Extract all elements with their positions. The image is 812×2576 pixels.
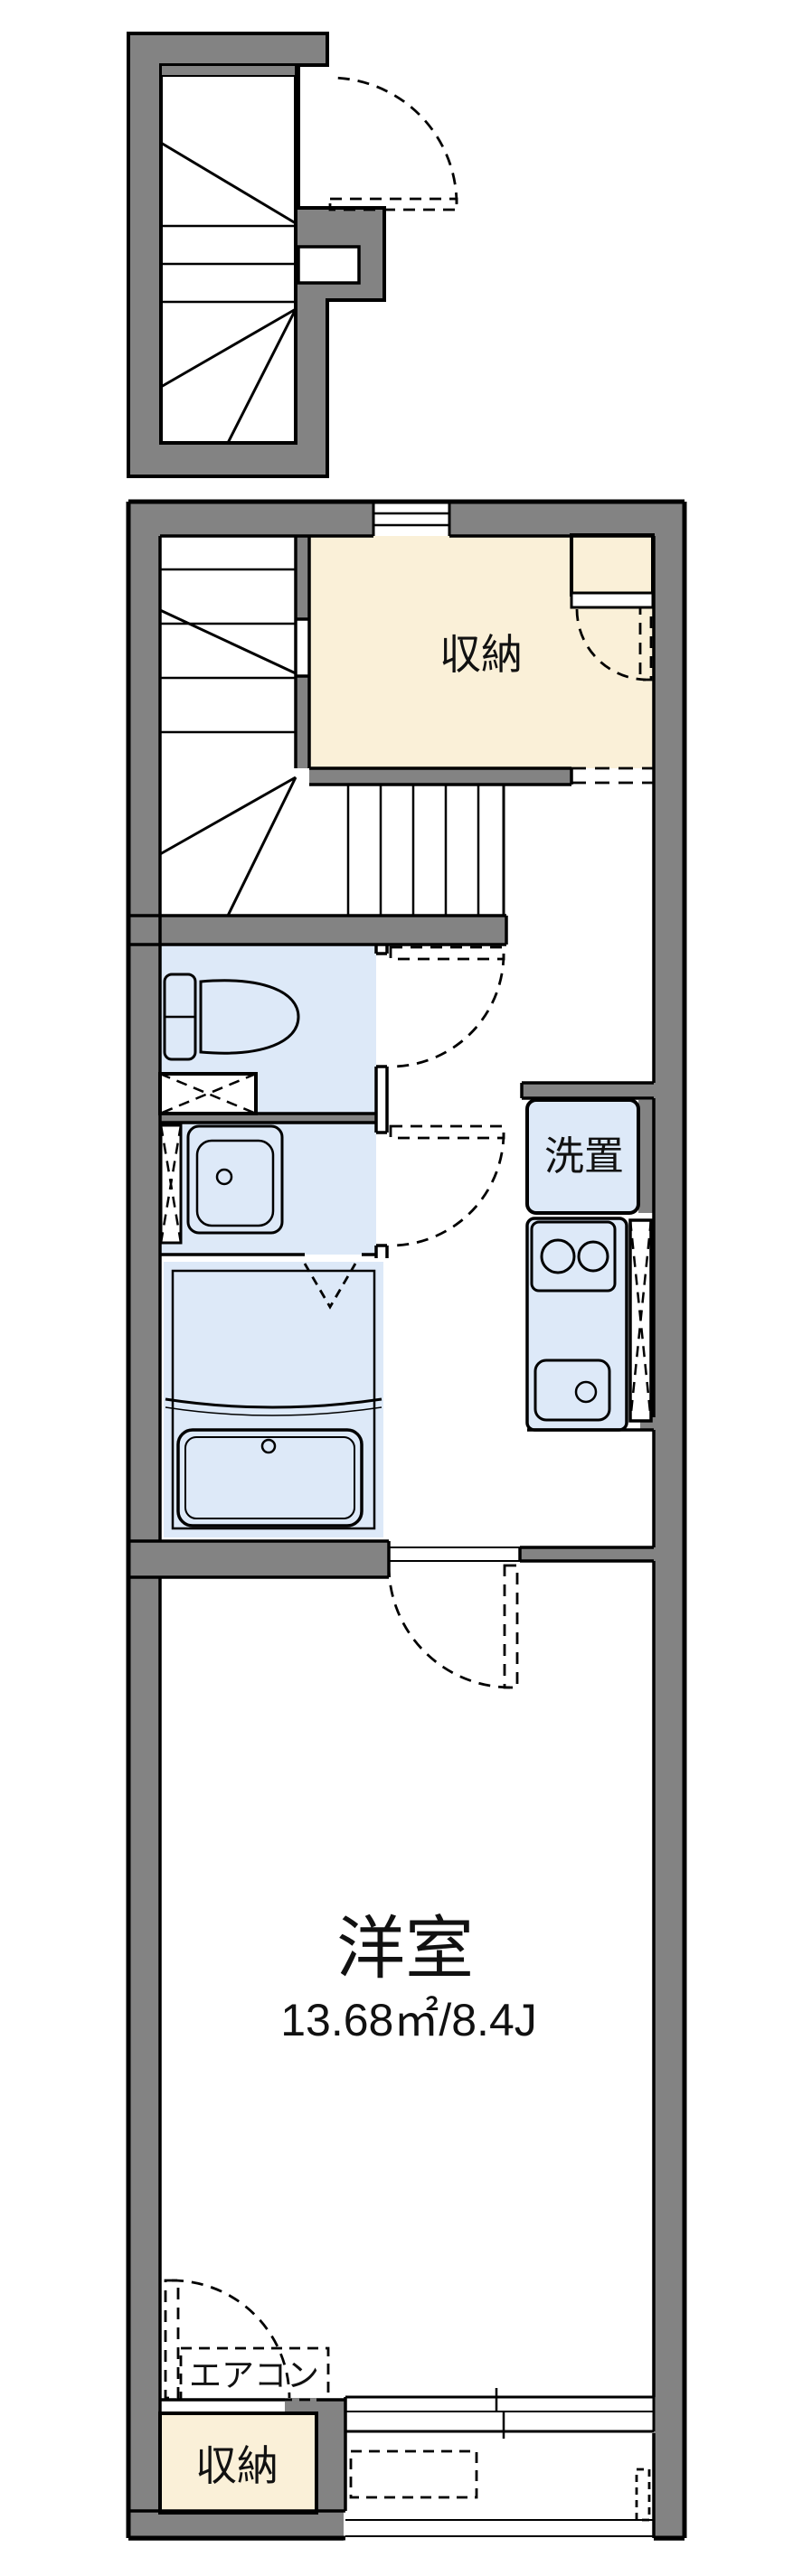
window-bottom-ticks xyxy=(495,2388,505,2439)
label-storage-lower: 収納 xyxy=(195,2442,279,2489)
toilet-door-leaf xyxy=(389,945,505,961)
washbasin-room xyxy=(160,1123,376,1255)
balcony-equipment-box xyxy=(349,2449,478,2499)
exterior-stair-diagonal xyxy=(160,141,297,225)
main-room-door-leaf xyxy=(503,1564,519,1689)
balcony-edge-lines xyxy=(345,2519,654,2537)
label-storage-upper: 収納 xyxy=(439,631,523,678)
stove-burner-right xyxy=(577,1240,609,1273)
window-top xyxy=(373,502,449,536)
kitchen-sink-drain xyxy=(574,1380,598,1404)
toilet-bowl xyxy=(199,979,300,1055)
stove-burner-left xyxy=(540,1238,576,1274)
bath-floor-curve xyxy=(165,1397,382,1409)
bathtub xyxy=(176,1428,364,1528)
wall-toilet-washbasin xyxy=(160,1114,376,1123)
outline-outer xyxy=(126,499,687,2541)
shaft-washbasin-cross xyxy=(159,1124,183,1244)
interior-stair-winders xyxy=(159,776,297,917)
labels: 収納 洗置 洋室 13.68㎡/8.4J エアコン 収納 xyxy=(189,631,624,2489)
stairs xyxy=(159,141,505,917)
exterior-stair-winders xyxy=(160,307,297,444)
outlines xyxy=(126,499,687,2541)
entry-vestibule-box xyxy=(570,533,655,597)
closet-door-leaf xyxy=(164,2279,180,2400)
interior-stair-lower-run xyxy=(346,785,480,916)
door-symbols xyxy=(159,76,654,2522)
shaft-under-toilet xyxy=(158,1072,258,1115)
wall-under-stairs xyxy=(128,916,506,945)
washbasin-bowl xyxy=(195,1139,275,1227)
toilet-door-swing xyxy=(390,953,505,1068)
wall-room-entry-right xyxy=(520,1547,654,1561)
label-aircon: エアコン xyxy=(189,2356,319,2393)
storage-open-boundary xyxy=(571,766,654,785)
wall-closet-right xyxy=(316,2400,345,2511)
bathroom xyxy=(164,1262,383,1537)
closet-door-swing xyxy=(171,2279,291,2399)
outline-inner xyxy=(128,534,656,2538)
bathtub-drain xyxy=(260,1438,277,1454)
washbasin-vanity xyxy=(186,1124,284,1235)
label-laundry: 洗置 xyxy=(544,1134,624,1179)
wall-laundry-connector xyxy=(638,1100,654,1213)
wall-closet-step xyxy=(285,2398,316,2413)
window-bottom-lines xyxy=(344,2395,656,2433)
exterior-door-leaf xyxy=(328,197,458,212)
meter-box xyxy=(297,245,361,285)
balcony-divider xyxy=(635,2468,651,2522)
fixtures xyxy=(163,973,617,1530)
wet-area-fills xyxy=(160,945,640,1537)
main-room-door-swing xyxy=(387,1565,512,1689)
exterior-stair-treads xyxy=(161,224,296,304)
shaft-kitchen-cross xyxy=(628,1219,653,1422)
stove-unit xyxy=(530,1220,617,1293)
washbasin-faucet xyxy=(215,1168,233,1186)
window-top-caps xyxy=(372,502,451,536)
wall-storage-bottom xyxy=(309,768,571,785)
label-main-room-area: 13.68㎡/8.4J xyxy=(280,1995,537,2045)
washbasin-door-swing xyxy=(390,1132,505,1247)
wall-kitchen-top xyxy=(522,1083,654,1098)
interior-stair-treads xyxy=(160,568,296,734)
exterior-stair-landing-band xyxy=(160,64,297,77)
bathtub-inner xyxy=(184,1436,355,1519)
wall-right xyxy=(654,502,685,2541)
wall-left xyxy=(128,502,160,2541)
wall-bath-bottom xyxy=(128,1541,389,1577)
washbasin-door-leaf xyxy=(389,1124,505,1140)
bath-floor-curve-2 xyxy=(165,1406,382,1416)
exterior-door-swing xyxy=(330,76,458,205)
wall-stair-storage-b xyxy=(296,676,309,768)
kitchen-sink xyxy=(533,1359,611,1422)
entrance-door xyxy=(570,591,655,609)
window-top-lines xyxy=(373,512,449,527)
wall-stair-storage-a xyxy=(296,536,309,619)
bath-folding-door xyxy=(303,1263,357,1310)
label-main-room: 洋室 xyxy=(336,1911,474,1988)
wall-fills xyxy=(127,32,685,2541)
aircon-box xyxy=(179,2346,330,2402)
laundry-space xyxy=(525,1098,640,1215)
interior-stair-diagonal xyxy=(159,608,297,675)
outline-room-entry xyxy=(389,1547,520,1562)
entrance-door-leaf xyxy=(638,606,653,682)
